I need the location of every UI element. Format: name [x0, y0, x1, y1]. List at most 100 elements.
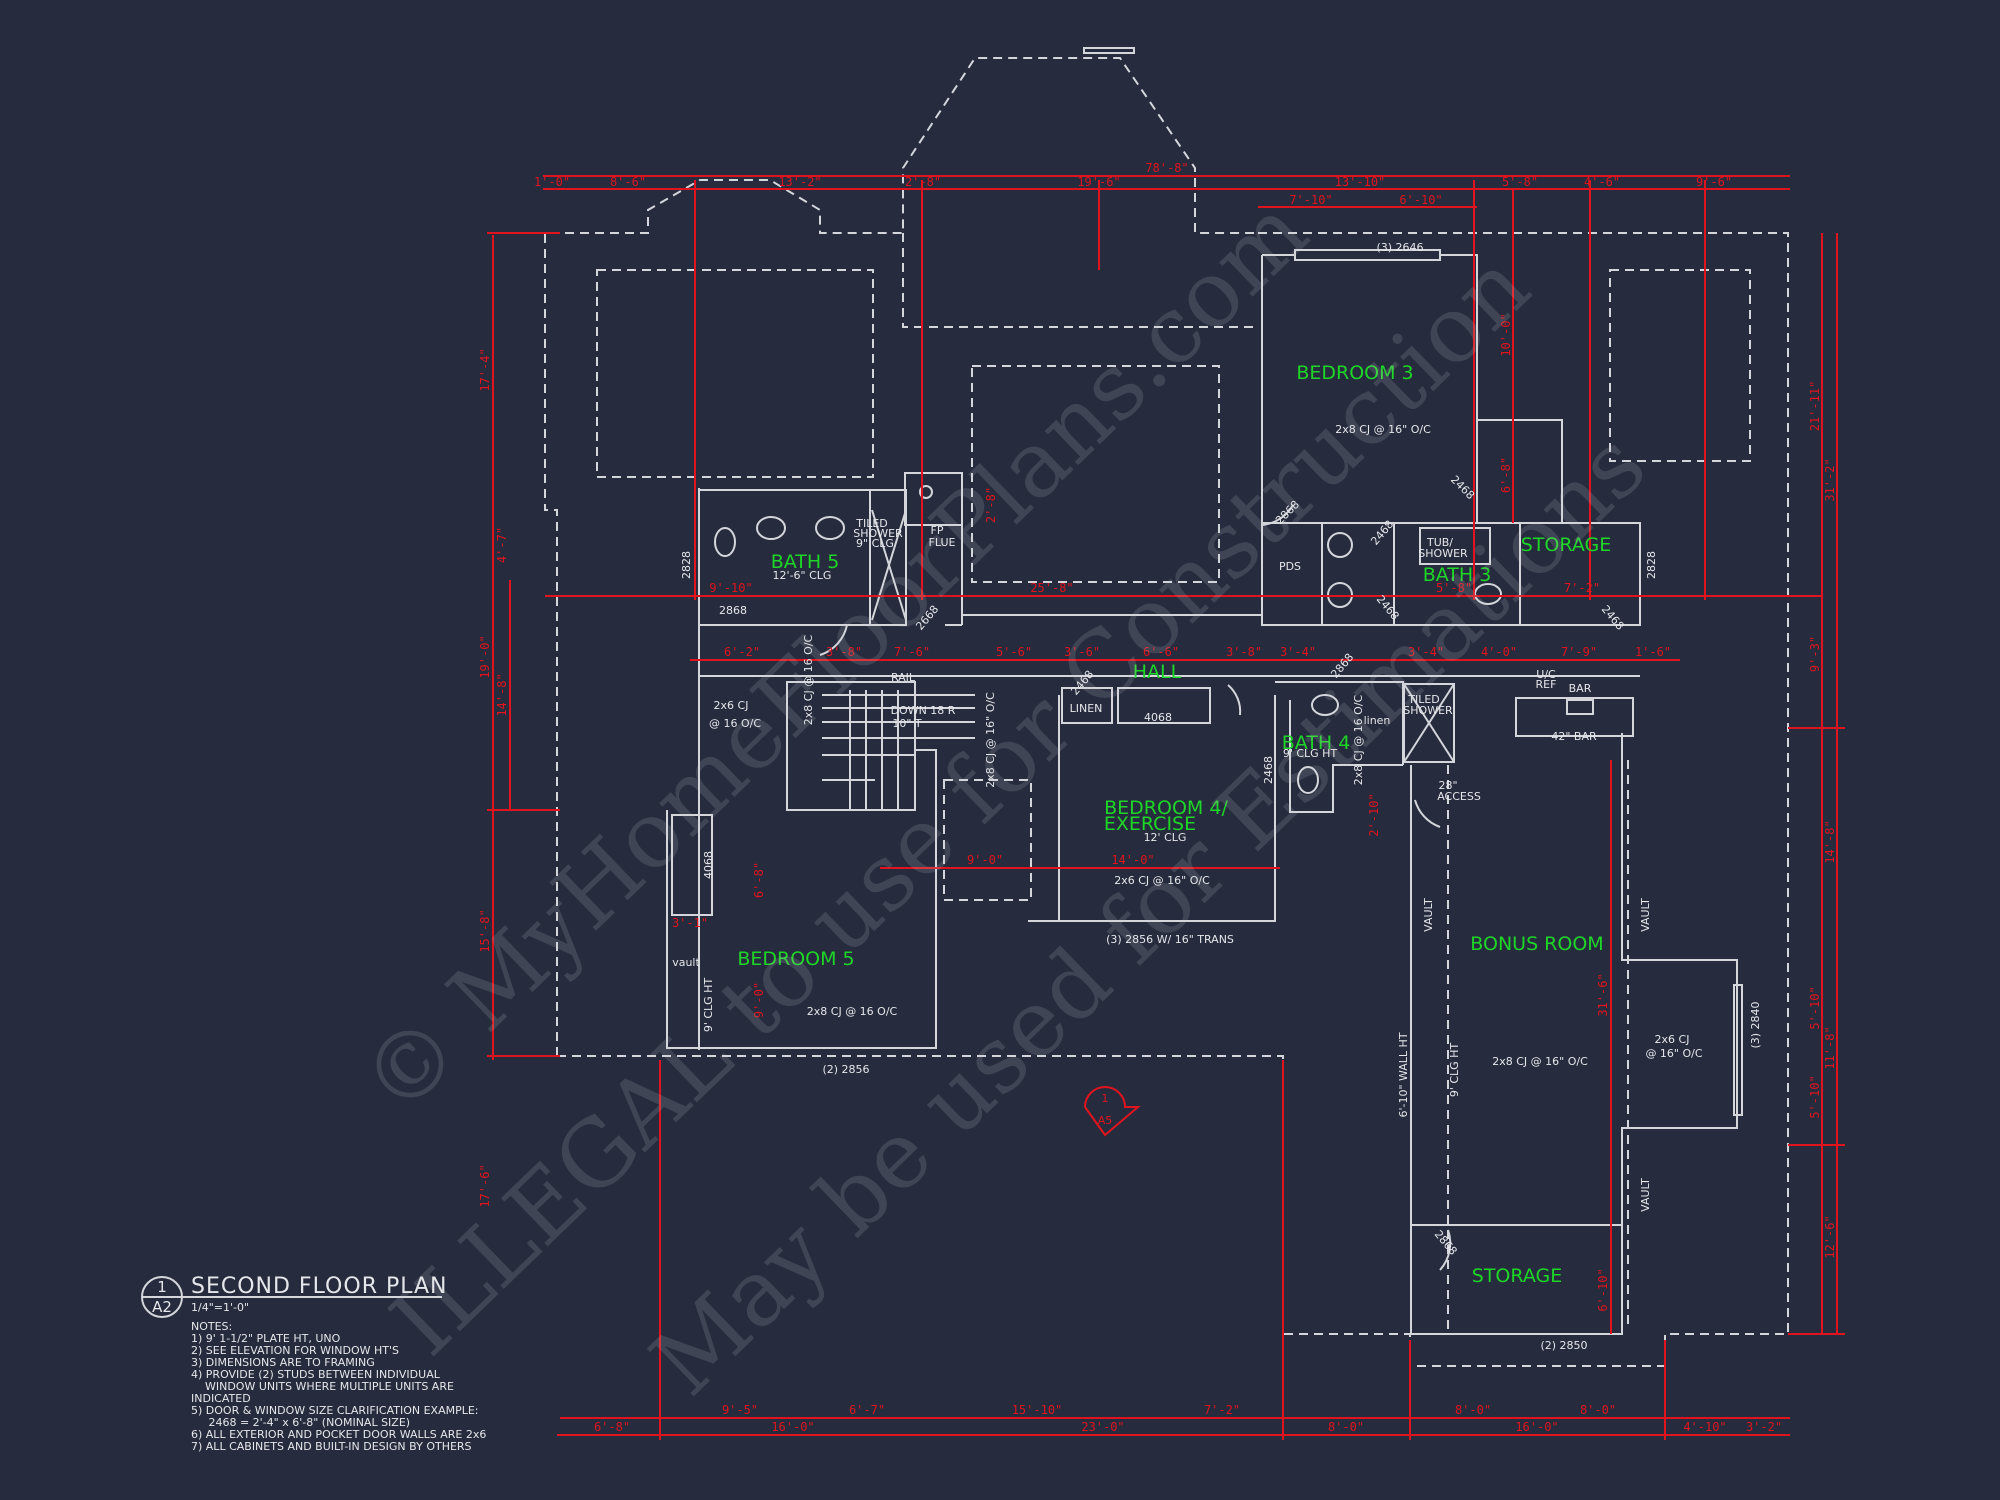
dim-top: 9'-6" [1696, 175, 1732, 189]
door-label: 2868 [719, 604, 747, 617]
room-bath-4: BATH 4 [1282, 732, 1351, 754]
dim-interior: 14'-0" [1111, 853, 1154, 867]
dim-left: 19'-0" [478, 635, 492, 678]
dim-bottom: 16'-0" [771, 1420, 814, 1434]
ref-label: REF [1536, 678, 1557, 691]
tub-label: TUB/ [1426, 536, 1453, 549]
dim-hall: 3'-8" [1226, 645, 1262, 659]
dim-bottom: 4'-10" [1683, 1420, 1726, 1434]
note-line: INDICATED [191, 1392, 251, 1405]
notes-heading: NOTES: [191, 1320, 232, 1333]
room-bath-3: BATH 3 [1423, 564, 1492, 586]
note-line: 7) ALL CABINETS AND BUILT-IN DESIGN BY O… [191, 1440, 472, 1453]
dim-interior: 2'-10" [1367, 793, 1381, 836]
dim-interior: 10'-0" [1499, 313, 1513, 356]
pds-label: PDS [1279, 560, 1301, 573]
dim-right: 12'-6" [1823, 1215, 1837, 1258]
flue-label: FP [931, 524, 944, 537]
note-line: WINDOW UNITS WHERE MULTIPLE UNITS ARE [191, 1380, 454, 1393]
bar-label: 42" BAR [1551, 730, 1597, 743]
dim-interior: 9'-10" [709, 581, 752, 595]
linen-label: LINEN [1070, 702, 1103, 715]
dim-bottom: 8'-0" [1328, 1420, 1364, 1434]
dim-interior: 25'-8" [1030, 581, 1073, 595]
vault-label: VAULT [1422, 898, 1435, 932]
dim-interior: 6'-10" [1596, 1268, 1610, 1311]
dim-top-inner: 7'-10" [1289, 193, 1332, 207]
dim-interior: 2'-8" [984, 487, 998, 523]
room-exercise: EXERCISE [1104, 813, 1196, 835]
shower-label: SHOWER [1403, 704, 1453, 717]
joist-note: @ 16" O/C [1645, 1047, 1702, 1060]
door-label: 2468 [1262, 756, 1275, 784]
dim-hall: 3'-4" [1280, 645, 1316, 659]
bar-label: BAR [1569, 682, 1592, 695]
window-label: 2828 [680, 551, 693, 579]
shower-label: SHOWER [853, 527, 903, 540]
section-marker-sheet: A5 [1098, 1114, 1113, 1127]
dim-left: 4'-7" [495, 527, 509, 563]
dim-top: 4'-6" [1584, 175, 1620, 189]
dim-top: 8'-6" [610, 175, 646, 189]
door-label: 4068 [702, 851, 715, 879]
dim-hall: 3'-4" [1408, 645, 1444, 659]
stair-label: DOWN 18 R [891, 704, 956, 717]
room-bedroom-5: BEDROOM 5 [737, 948, 854, 970]
door-label: 2868 [1432, 1228, 1460, 1258]
dim-bottom: 16'-0" [1515, 1420, 1558, 1434]
dim-interior: 31'-6" [1596, 973, 1610, 1016]
dim-top: 19'-6" [1077, 175, 1120, 189]
note-line: 2468 = 2'-4" x 6'-8" (NOMINAL SIZE) [191, 1416, 410, 1429]
note-line: 1) 9' 1-1/2" PLATE HT, UNO [191, 1332, 341, 1345]
joist-note: 2x8 CJ @ 16 O/C [1352, 694, 1365, 785]
dim-bottom-inner: 9'-5" [722, 1403, 758, 1417]
dim-interior: 9'-0" [967, 853, 1003, 867]
joist-note: @ 16 O/C [709, 717, 761, 730]
door-label: 2468 [1448, 473, 1477, 502]
note-line: 6) ALL EXTERIOR AND POCKET DOOR WALLS AR… [191, 1428, 486, 1441]
window-label: (2) 2850 [1540, 1339, 1587, 1352]
joist-note: 2x8 CJ @ 16" O/C [984, 692, 997, 788]
dim-bottom-inner: 6'-7" [849, 1403, 885, 1417]
dim-bottom-inner: 7'-2" [1204, 1403, 1240, 1417]
dim-right: 11'-8" [1823, 1026, 1837, 1069]
dim-interior: 6'-8" [1499, 457, 1513, 493]
ref-label: U/C [1536, 668, 1556, 681]
wall-height-note: 6'-10" WALL HT [1397, 1032, 1410, 1117]
dim-right: 21'-11" [1808, 381, 1822, 432]
stair-rail-label: RAIL [891, 671, 916, 684]
dim-left: 17'-4" [478, 348, 492, 391]
shower-label: TILED [855, 517, 888, 530]
linen-label: linen [1364, 714, 1391, 727]
vault-label: VAULT [1639, 898, 1652, 932]
room-bedroom-4: BEDROOM 4/ [1104, 797, 1228, 819]
room-hall: HALL [1133, 661, 1182, 683]
dim-hall: 7'-9" [1561, 645, 1597, 659]
dim-interior: 5'-8" [1436, 581, 1472, 595]
room-bath-5: BATH 5 [771, 551, 840, 573]
room-storage-bottom: STORAGE [1472, 1265, 1562, 1287]
dim-bottom: 6'-8" [594, 1420, 630, 1434]
dim-bottom-inner: 8'-0" [1580, 1403, 1616, 1417]
drawing-scale: 1/4"=1'-0" [191, 1301, 249, 1314]
dim-interior: 3'-1" [672, 916, 708, 930]
dim-hall: 6'-2" [724, 645, 760, 659]
window-label: (2) 2856 [822, 1063, 869, 1076]
shower-label: TILED [1407, 693, 1440, 706]
title-number: 1 [157, 1278, 167, 1296]
ceiling-note: 12'-6" CLG [773, 569, 832, 582]
room-bonus: BONUS ROOM [1470, 933, 1603, 955]
window-label: (3) 2840 [1749, 1001, 1762, 1048]
section-marker-number: 1 [1102, 1092, 1109, 1105]
ceiling-note: 12' CLG [1144, 831, 1187, 844]
dim-hall: 6'-6" [1143, 645, 1179, 659]
dim-left: 14'-8" [495, 673, 509, 716]
vault-label: vault [672, 956, 700, 969]
joist-note: 2x8 CJ @ 16" O/C [1335, 423, 1431, 436]
drawing-title: SECOND FLOOR PLAN [191, 1274, 448, 1299]
roof-outline [544, 47, 1789, 1367]
access-label: ACCESS [1437, 790, 1481, 803]
title-block: 1 A2 SECOND FLOOR PLAN 1/4"=1'-0" NOTES:… [141, 1274, 486, 1453]
door-label: 2468 [1599, 603, 1627, 633]
